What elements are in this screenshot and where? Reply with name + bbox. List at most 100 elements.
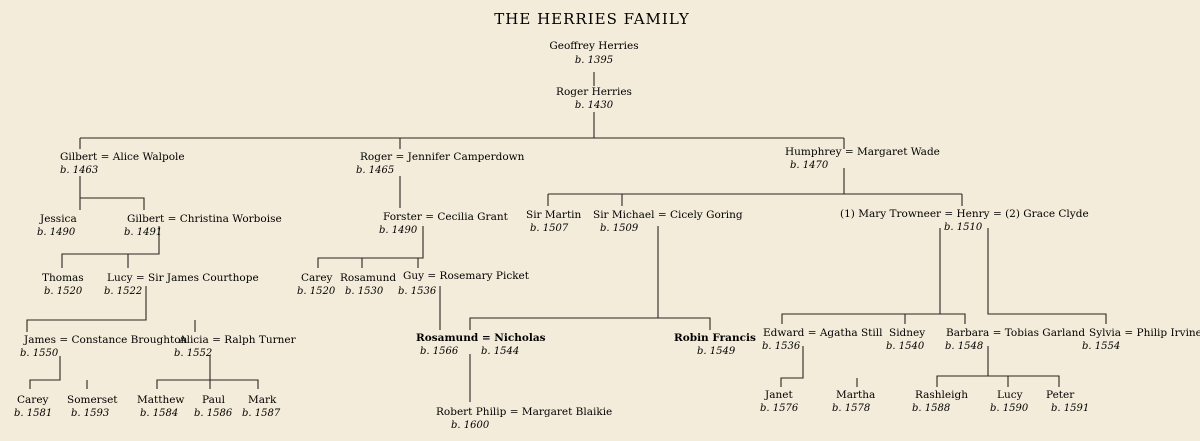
person-robin: Robin Francis b. 1549 [674,332,756,357]
person-name: Gilbert = Alice Walpole [60,151,185,163]
person-edward: Edward = Agatha Still b. 1536 [762,327,883,352]
person-birth: b. 1593 [71,408,109,419]
person-roger1: Roger Herries b. 1430 [556,86,632,111]
person-birth: b. 1536 [398,286,437,297]
diagram-title: THE HERRIES FAMILY [494,10,690,28]
person-birth: b. 1591 [1051,403,1089,414]
person-name: Janet [764,389,793,401]
person-name: (1) Mary Trowneer = Henry = (2) Grace Cl… [840,208,1089,220]
person-name: Lucy = Sir James Courthope [107,272,259,284]
person-rashleigh: Rashleigh b. 1588 [912,389,968,414]
person-name: Jessica [39,213,77,225]
person-birth: b. 1581 [14,408,52,419]
person-forster: Forster = Cecilia Grant b. 1490 [379,211,509,236]
person-birth: b. 1463 [60,165,98,176]
person-birth: b. 1520 [44,286,83,297]
person-birth: b. 1554 [1082,341,1120,352]
person-guy: Guy = Rosemary Picket b. 1536 [398,270,530,297]
person-birth: b. 1587 [242,408,281,419]
person-birth: b. 1465 [356,165,394,176]
person-name: Alicia = Ralph Turner [178,334,297,346]
person-sylvia: Sylvia = Philip Irvine b. 1554 [1082,327,1200,352]
person-birth: b. 1522 [104,286,142,297]
person-birth: b. 1600 [451,420,490,431]
person-paul: Paul b. 1586 [194,394,233,419]
person-birth: b. 1491 [124,227,162,238]
person-name: Peter [1046,389,1075,401]
person-rosamund1: Rosamund b. 1530 [340,272,396,297]
person-name: Matthew [137,394,184,406]
person-birth: b. 1509 [600,223,639,234]
person-mark: Mark b. 1587 [242,394,281,419]
person-name: Thomas [42,272,84,284]
person-roger2: Roger = Jennifer Camperdown b. 1465 [356,151,525,176]
person-name: Roger Herries [556,86,632,98]
person-rosamund2: Rosamund = Nicholas b. 1566 b. 1544 [416,332,546,357]
person-birth: b. 1510 [944,222,983,233]
spouse-birth: b. 1544 [481,346,519,357]
person-henry: (1) Mary Trowneer = Henry = (2) Grace Cl… [840,208,1089,233]
person-name: Geoffrey Herries [549,40,638,52]
person-name: Paul [202,394,226,406]
person-carey1: Carey b. 1520 [297,272,336,297]
person-birth: b. 1540 [886,341,925,352]
person-name: Rosamund [340,272,396,284]
person-birth: b. 1566 [420,346,459,357]
person-name: Robin Francis [674,332,756,344]
person-somerset: Somerset b. 1593 [67,394,118,419]
person-birth: b. 1588 [912,403,950,414]
person-birth: b. 1578 [832,403,870,414]
person-name: Gilbert = Christina Worboise [127,213,282,225]
person-name: Rashleigh [915,389,968,401]
person-birth: b. 1430 [575,100,614,111]
person-birth: b. 1548 [945,341,983,352]
person-name: Sir Martin [526,209,582,221]
person-name: Somerset [67,394,118,406]
person-name: Carey [17,394,49,406]
connector-lines [26,72,1107,402]
person-name: Mark [248,394,277,406]
person-birth: b. 1550 [20,348,59,359]
person-birth: b. 1490 [37,227,76,238]
person-name: Robert Philip = Margaret Blaikie [436,406,612,418]
person-birth: b. 1470 [790,160,829,171]
person-birth: b. 1490 [379,225,418,236]
person-birth: b. 1549 [697,346,736,357]
person-michael: Sir Michael = Cicely Goring b. 1509 [593,209,743,234]
person-jessica: Jessica b. 1490 [37,213,77,238]
person-birth: b. 1586 [194,408,233,419]
person-name: Carey [301,272,333,284]
person-peter: Peter b. 1591 [1046,389,1089,414]
person-humphrey: Humphrey = Margaret Wade b. 1470 [785,146,940,171]
person-thomas: Thomas b. 1520 [42,272,84,297]
person-alicia: Alicia = Ralph Turner b. 1552 [174,334,297,359]
person-james: James = Constance Broughton b. 1550 [20,334,188,359]
person-gilbert2: Gilbert = Christina Worboise b. 1491 [124,213,282,238]
person-lucy2: Lucy b. 1590 [990,389,1029,414]
person-name: Sylvia = Philip Irvine [1089,327,1200,339]
person-birth: b. 1536 [762,341,801,352]
person-name: Sidney [889,327,925,339]
person-birth: b. 1520 [297,286,336,297]
person-gilbert1: Gilbert = Alice Walpole b. 1463 [60,151,185,176]
person-birth: b. 1507 [530,223,569,234]
person-name: Guy = Rosemary Picket [403,270,530,282]
person-name: Forster = Cecilia Grant [383,211,509,223]
person-name: Edward = Agatha Still [763,327,883,339]
person-name: Lucy [997,389,1023,401]
person-name: Martha [836,389,875,401]
person-matthew: Matthew b. 1584 [137,394,184,419]
person-name: Barbara = Tobias Garland [946,327,1085,339]
person-geoffrey: Geoffrey Herries b. 1395 [549,40,638,66]
person-barbara: Barbara = Tobias Garland b. 1548 [945,327,1085,352]
person-sidney: Sidney b. 1540 [886,327,925,352]
person-carey2: Carey b. 1581 [14,394,52,419]
person-robertphilip: Robert Philip = Margaret Blaikie b. 1600 [436,406,612,431]
person-birth: b. 1395 [575,55,613,66]
person-birth: b. 1584 [140,408,178,419]
person-birth: b. 1530 [345,286,384,297]
person-name: James = Constance Broughton [23,334,188,346]
person-birth: b. 1576 [760,403,799,414]
person-martha: Martha b. 1578 [832,389,875,414]
